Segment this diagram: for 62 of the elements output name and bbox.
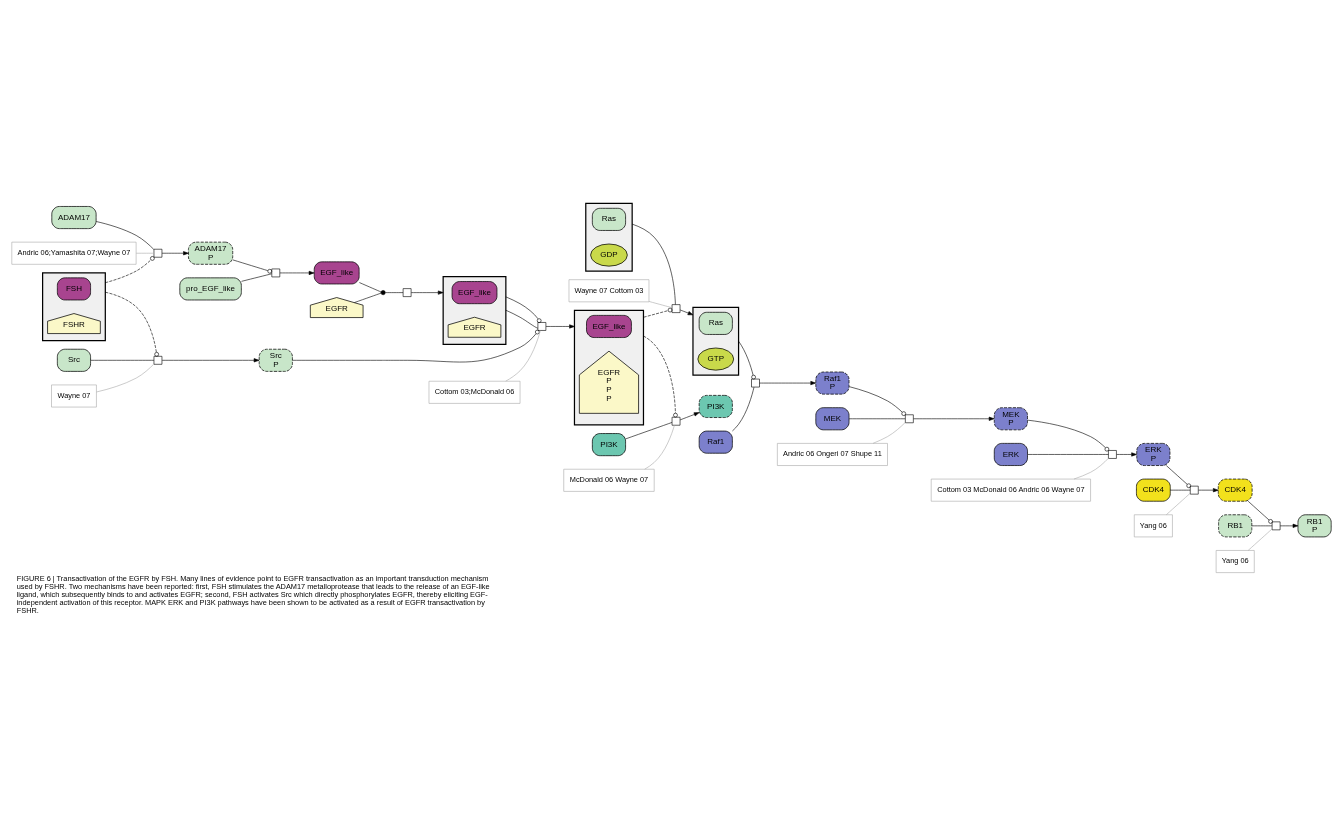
connector: [359, 282, 382, 293]
arrow: [1198, 488, 1219, 493]
arrow: [679, 309, 694, 316]
connector: [625, 422, 673, 440]
node-box: [905, 414, 914, 424]
node-box: [1189, 485, 1199, 495]
node-box: [153, 356, 163, 365]
connector: [872, 422, 906, 444]
connector: [95, 221, 155, 250]
connector: [1073, 458, 1109, 480]
connector: [738, 340, 756, 380]
connector: [135, 252, 155, 254]
arrow: [411, 290, 444, 295]
node-circle: [380, 290, 386, 296]
connector: [644, 425, 675, 470]
connector: [1247, 528, 1273, 551]
connector: [505, 296, 542, 323]
arrow: [1279, 523, 1299, 528]
arrow: [679, 412, 700, 421]
connector: [354, 292, 382, 303]
connector: [1027, 419, 1110, 452]
connector: [505, 309, 539, 329]
node-box: [153, 248, 163, 258]
connector: [1166, 492, 1191, 516]
connector: [505, 330, 541, 382]
arrow: [545, 324, 575, 329]
arrow: [161, 358, 260, 363]
cluster: [573, 309, 645, 426]
node-box: [1108, 450, 1117, 459]
arrow: [279, 270, 315, 275]
connector: [105, 256, 155, 283]
connector: [1247, 500, 1273, 524]
connector: [631, 223, 676, 305]
cluster: [442, 276, 507, 345]
connector: [643, 307, 673, 318]
connector: [648, 301, 673, 308]
node-box: [751, 378, 760, 388]
connector: [848, 386, 906, 416]
connector: [90, 360, 155, 361]
cluster: [42, 272, 106, 342]
node-box: [671, 304, 681, 313]
arrow: [759, 381, 816, 386]
connector: [241, 273, 272, 282]
cluster: [692, 306, 740, 376]
node-box: [402, 288, 412, 297]
connector: [1027, 454, 1109, 455]
connector: [643, 335, 678, 418]
connector: [292, 329, 540, 363]
connector: [1166, 465, 1191, 488]
arrow: [161, 251, 189, 256]
node-box: [537, 322, 547, 331]
connector: [105, 291, 159, 357]
connector: [1170, 489, 1191, 491]
node-box: [671, 416, 681, 426]
connector: [385, 292, 404, 293]
connector: [96, 363, 155, 393]
node-box: [271, 268, 281, 278]
connector: [232, 259, 273, 274]
arrow: [1116, 452, 1137, 457]
arrow: [913, 416, 995, 421]
cluster: [585, 202, 633, 272]
node-box: [1271, 521, 1281, 531]
